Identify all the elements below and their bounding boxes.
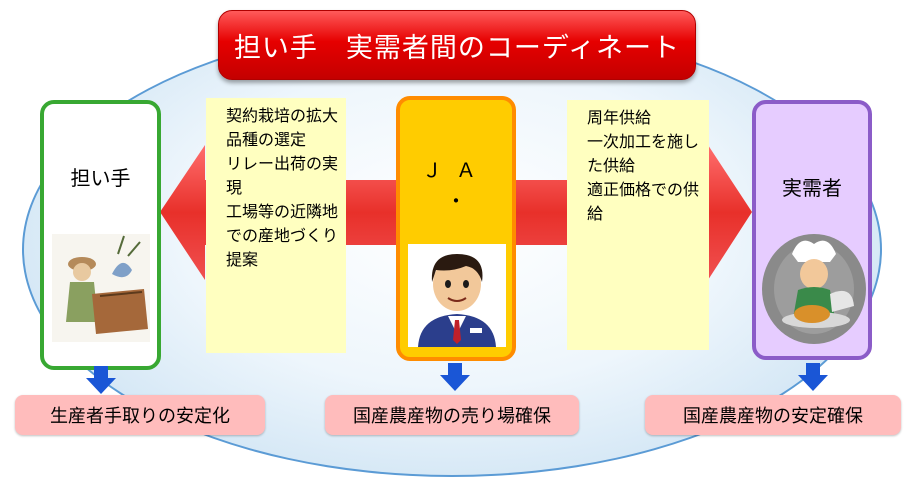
down-arrow-center xyxy=(440,363,470,391)
buyer-box: 実需者 xyxy=(752,100,872,360)
coordination-items-buyer: 周年供給 一次加工を施した供給 適正価格での供給 xyxy=(567,100,709,350)
buyer-label: 実需者 xyxy=(782,176,842,200)
down-arrow-right xyxy=(798,363,828,391)
ja-label-dot: ・ xyxy=(446,189,466,213)
outcome-farmer: 生産者手取りの安定化 xyxy=(15,395,265,435)
farmer-label: 担い手 xyxy=(70,166,131,190)
ja-label: ＪＡ xyxy=(422,158,490,182)
farmer-box: 担い手 xyxy=(40,100,161,370)
page-title: 担い手 実需者間のコーディネート xyxy=(218,10,696,80)
coordination-items-farmer: 契約栽培の拡大 品種の選定 リレー出荷の実現 工場等の近隣地での産地づくり提案 xyxy=(206,98,346,353)
staff-illustration xyxy=(408,244,506,347)
farmer-illustration xyxy=(52,234,150,342)
chef-illustration xyxy=(762,234,866,344)
down-arrow-left xyxy=(86,366,116,394)
outcome-buyer: 国産農産物の安定確保 xyxy=(645,395,901,435)
ja-box: ＪＡ ・ xyxy=(396,96,516,361)
outcome-ja: 国産農産物の売り場確保 xyxy=(325,395,579,435)
